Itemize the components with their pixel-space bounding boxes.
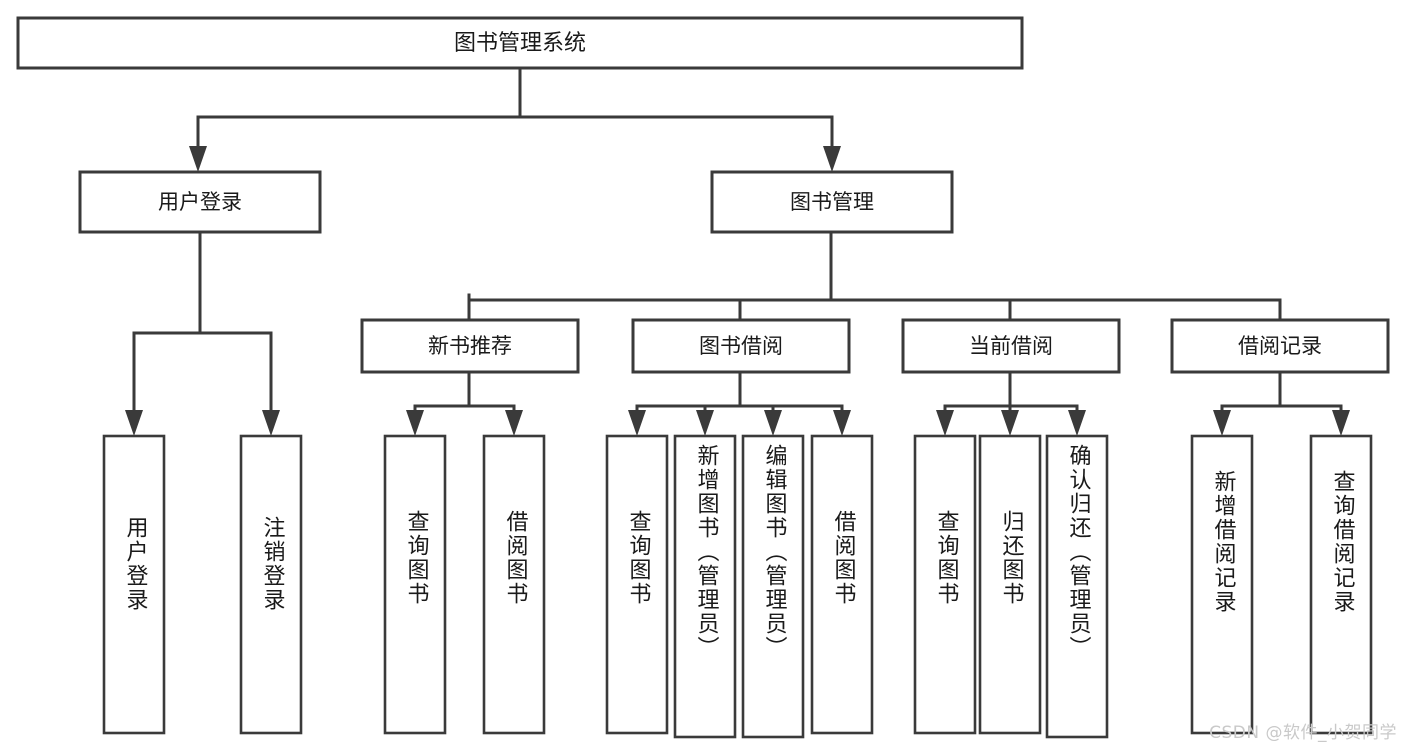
connector-bookmgmt-to-level3 [460,230,1289,345]
arrow-head-icon [936,410,954,436]
arrow-head-icon [628,410,646,436]
leaf-box-logout[interactable] [239,434,303,735]
connector-currentborrow-to-leaves [936,370,1086,436]
node-box [16,16,1024,70]
node-label: 当前借阅 [969,334,1053,358]
arrow-head-icon [505,410,523,436]
node-label: 图书管理 [790,190,874,214]
csdn-watermark: CSDN @软件_小贺同学 [1209,723,1397,743]
node-book-management[interactable]: 图书管理 [710,170,954,234]
node-label: 图书管理系统 [454,31,586,56]
leaf-box-return-book[interactable] [978,434,1042,735]
node-label: 借阅记录 [1238,334,1322,358]
connector-root-to-level2 [189,66,841,172]
arrow-head-icon [764,410,782,436]
arrow-head-icon [125,410,143,436]
connector-newbook-to-leaves [406,370,523,436]
leaf-box-add-borrow-record[interactable] [1190,434,1254,735]
connector-borrowrecord-to-leaves [1213,370,1350,436]
node-root-book-management-system[interactable]: 图书管理系统 [16,16,1024,70]
node-book-borrow[interactable]: 图书借阅 [631,318,851,374]
node-box [78,170,322,234]
arrow-head-icon [1001,410,1019,436]
arrow-head-icon [833,410,851,436]
node-borrow-record[interactable]: 借阅记录 [1170,318,1390,374]
node-label: 新书推荐 [428,334,512,358]
node-box [1170,318,1390,374]
leaf-box-borrow-book-2[interactable] [810,434,874,735]
leaf-box-query-borrow-record[interactable] [1309,434,1373,735]
arrow-head-icon [189,146,207,172]
leaf-box-user-login[interactable] [102,434,166,735]
arrow-head-icon [823,146,841,172]
leaf-box-query-book-1[interactable] [383,434,447,735]
node-current-borrow[interactable]: 当前借阅 [901,318,1121,374]
node-label: 用户登录 [158,190,242,214]
connector-userlogin-to-leaves [125,230,280,436]
node-box [710,170,954,234]
leaf-box-confirm-return-admin[interactable] [1045,434,1109,739]
leaf-box-add-book-admin[interactable] [673,434,737,739]
node-box [631,318,851,374]
node-new-book-recommendation[interactable]: 新书推荐 [360,318,580,374]
node-box [901,318,1121,374]
leaf-box-borrow-book-1[interactable] [482,434,546,735]
arrow-head-icon [1068,410,1086,436]
arrow-head-icon [696,410,714,436]
node-box [360,318,580,374]
leaf-boxes [102,434,1373,739]
arrow-head-icon [1332,410,1350,436]
arrow-head-icon [262,410,280,436]
node-label: 图书借阅 [699,334,783,358]
leaf-box-query-book-3[interactable] [913,434,977,735]
connector-bookborrow-to-leaves [628,370,851,436]
arrow-head-icon [406,410,424,436]
node-user-login[interactable]: 用户登录 [78,170,322,234]
arrow-head-icon [1213,410,1231,436]
leaf-box-query-book-2[interactable] [605,434,669,735]
leaf-box-edit-book-admin[interactable] [741,434,805,739]
